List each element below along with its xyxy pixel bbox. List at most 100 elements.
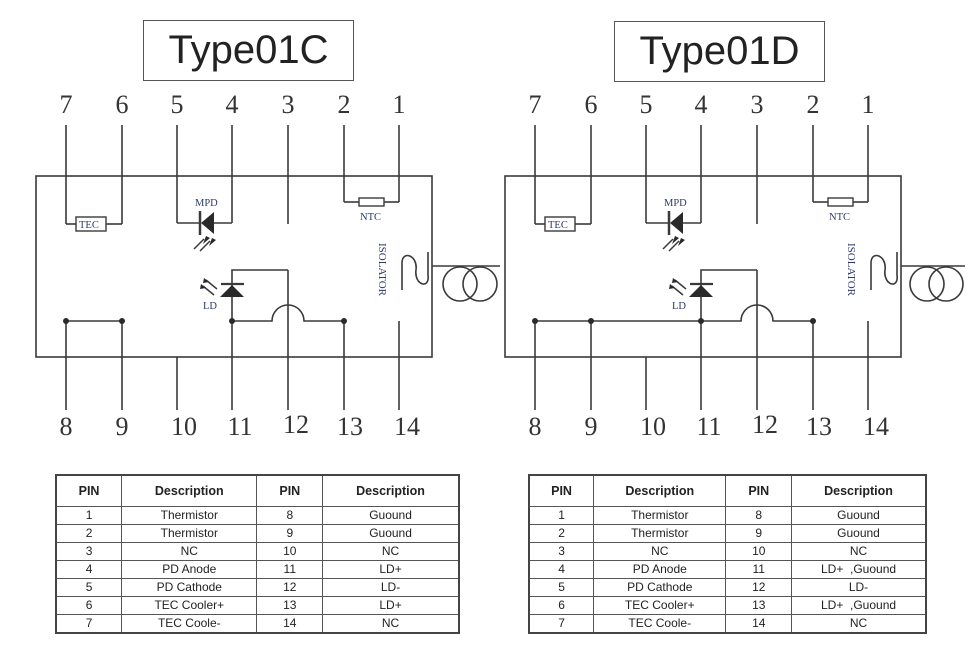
cell: LD+ ,Guound (791, 596, 927, 615)
pin-number: 8 (529, 412, 542, 441)
cell: 4 (528, 560, 595, 579)
cell: 11 (725, 560, 793, 579)
pin-number: 11 (227, 412, 252, 441)
bottom-pin-leads (65, 321, 400, 410)
column-header: Description (121, 474, 258, 507)
cell: NC (791, 542, 927, 561)
junction-dots (532, 318, 816, 324)
cell: 9 (256, 524, 324, 543)
cell: LD+ (322, 560, 460, 579)
pin-number: 3 (751, 90, 764, 119)
pin-number: 2 (338, 90, 351, 119)
cell: 10 (725, 542, 793, 561)
junction-dots (63, 318, 347, 324)
cell: 13 (725, 596, 793, 615)
cell: 9 (725, 524, 793, 543)
package-outline (504, 175, 902, 358)
cell: 12 (725, 578, 793, 597)
isolator-symbol (870, 252, 898, 290)
cell: PD Cathode (121, 578, 258, 597)
cell: Guound (791, 524, 927, 543)
pin-number: 4 (226, 90, 239, 119)
pin-number: 14 (394, 412, 420, 441)
bottom-pin-numbers: 8 9 10 11 12 13 14 (529, 410, 890, 441)
column-header: PIN (725, 474, 793, 507)
cell: NC (322, 614, 460, 634)
type01c-title: Type01C (143, 20, 354, 81)
cell: 7 (55, 614, 123, 634)
cell: Guound (791, 506, 927, 525)
cell: PD Anode (121, 560, 258, 579)
cell: Thermistor (121, 524, 258, 543)
ntc-element (344, 197, 399, 207)
pin-number: 12 (752, 410, 778, 439)
cell: 2 (55, 524, 123, 543)
column-header: PIN (528, 474, 595, 507)
cell: LD- (322, 578, 460, 597)
pin-number: 1 (862, 90, 875, 119)
cell: TEC Coole- (593, 614, 727, 634)
cell: TEC Cooler+ (121, 596, 258, 615)
isolator-symbol (401, 252, 429, 290)
package-outline (35, 175, 433, 358)
ld-label: LD (203, 301, 217, 312)
cell: 3 (55, 542, 123, 561)
ntc-label: NTC (829, 212, 850, 223)
cell: 7 (528, 614, 595, 634)
column-header: Description (791, 474, 927, 507)
cell: Thermistor (593, 506, 727, 525)
cell: 8 (725, 506, 793, 525)
isolator-label: ISOLATOR (376, 243, 388, 297)
tec-label: TEC (79, 220, 99, 231)
ground-ld-plus-bus (535, 304, 813, 322)
ld-laser-diode (200, 269, 288, 322)
pin-number: 12 (283, 410, 309, 439)
pin-number: 14 (863, 412, 889, 441)
type01c-schematic (35, 125, 500, 410)
pin-number: 3 (282, 90, 295, 119)
mpd-label: MPD (195, 198, 218, 209)
type01d-title: Type01D (614, 21, 825, 82)
pin-number: 9 (116, 412, 129, 441)
cell: PD Anode (593, 560, 727, 579)
cell: Thermistor (121, 506, 258, 525)
cell: 2 (528, 524, 595, 543)
column-header: PIN (256, 474, 324, 507)
pin-number: 13 (806, 412, 832, 441)
pin-number: 1 (393, 90, 406, 119)
cell: 14 (725, 614, 793, 634)
cell: NC (791, 614, 927, 634)
ld-plus-bus (232, 304, 344, 322)
cell: 6 (528, 596, 595, 615)
table-header-row: PIN Description PIN Description (528, 474, 927, 507)
bottom-pin-leads (534, 321, 869, 410)
cell: 1 (55, 506, 123, 525)
pin-number: 2 (807, 90, 820, 119)
cell: 11 (256, 560, 324, 579)
bottom-pin-numbers: 8 9 10 11 12 13 14 (60, 410, 421, 441)
table-header-row: PIN Description PIN Description (55, 474, 460, 507)
pin-number: 11 (696, 412, 721, 441)
pin-number: 8 (60, 412, 73, 441)
cell: TEC Cooler+ (593, 596, 727, 615)
pin-number: 6 (585, 90, 598, 119)
cell: 8 (256, 506, 324, 525)
cell: TEC Coole- (121, 614, 258, 634)
tec-label: TEC (548, 220, 568, 231)
pin-number: 10 (640, 412, 666, 441)
cell: LD+ (322, 596, 460, 615)
pin-number: 9 (585, 412, 598, 441)
